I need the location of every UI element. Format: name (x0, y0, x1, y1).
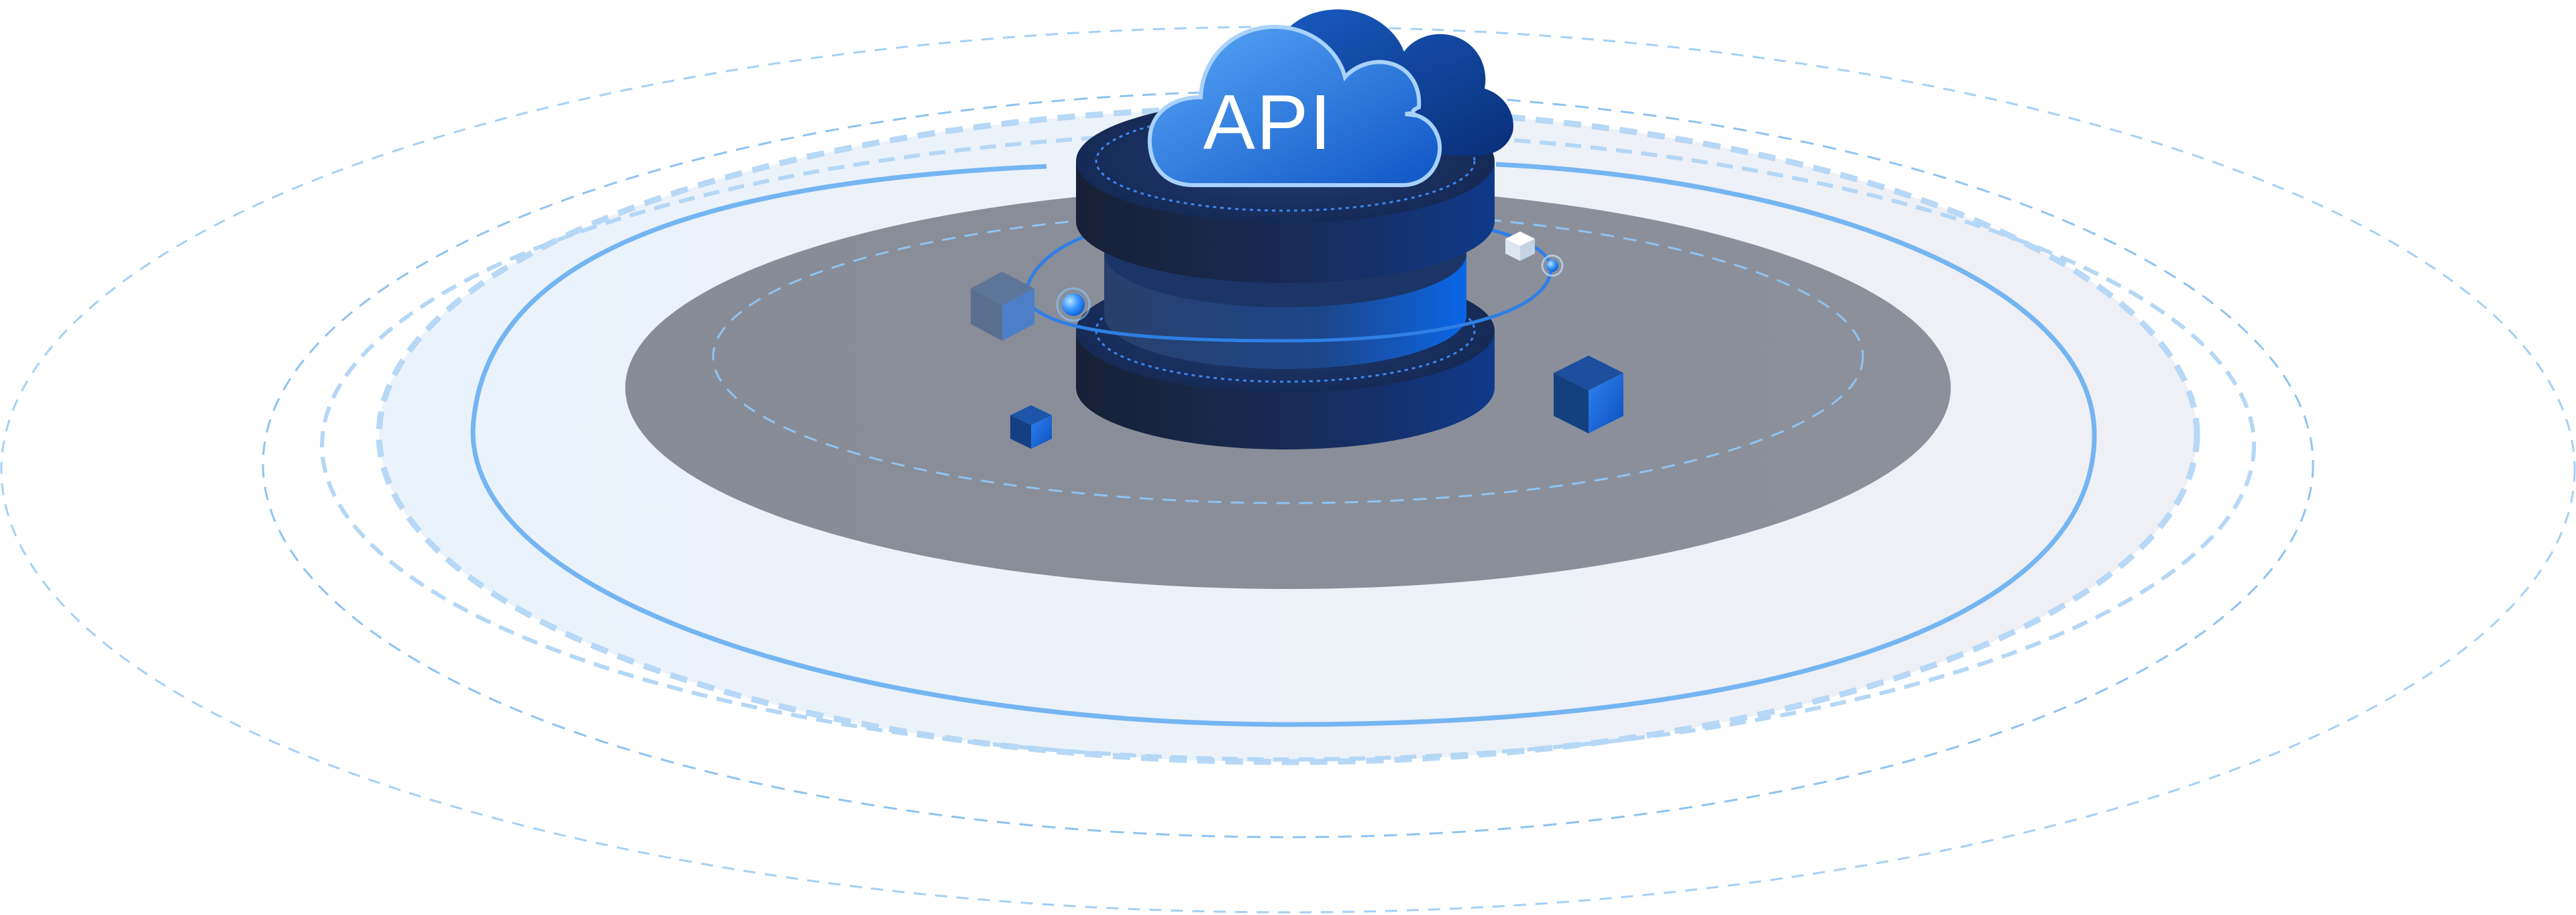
cube-icon-gray (971, 272, 1034, 341)
cube-icon-small (1010, 405, 1052, 449)
database-icon (1076, 99, 1495, 449)
orbit-node-right-glow (1541, 254, 1564, 277)
orbit-front (1023, 268, 1553, 343)
cube-icon-large (1554, 356, 1623, 433)
orbit-node-right (1546, 260, 1558, 272)
orbit-node-left-glow (1056, 287, 1091, 322)
orbit-node-left (1062, 293, 1085, 316)
cloud-shape (1147, 24, 1442, 187)
cube-icon-white (1505, 231, 1535, 261)
orbit-line (470, 162, 2097, 727)
api-label: API (1203, 78, 1333, 166)
cloud-icon: API (1147, 9, 1513, 187)
